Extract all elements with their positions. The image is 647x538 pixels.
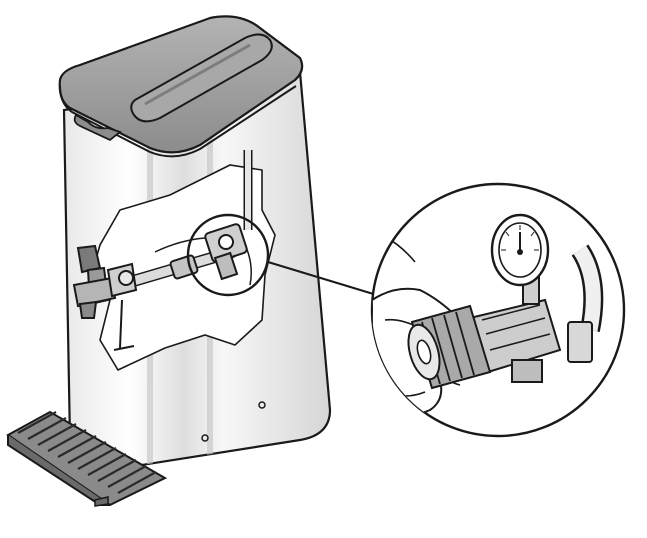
lid — [58, 15, 304, 158]
inlet-valve — [169, 223, 248, 281]
callout-leader-line — [267, 260, 381, 298]
sight-gauge-tube — [113, 299, 135, 351]
pressure-gauge — [490, 213, 550, 287]
screw-icon — [201, 434, 209, 442]
lid-handle — [73, 113, 122, 142]
drip-tray — [6, 410, 168, 507]
magnified-detail — [370, 182, 626, 438]
screw-icon — [258, 401, 266, 409]
faucet — [72, 244, 138, 319]
magnifier-callout-circle — [186, 213, 270, 297]
